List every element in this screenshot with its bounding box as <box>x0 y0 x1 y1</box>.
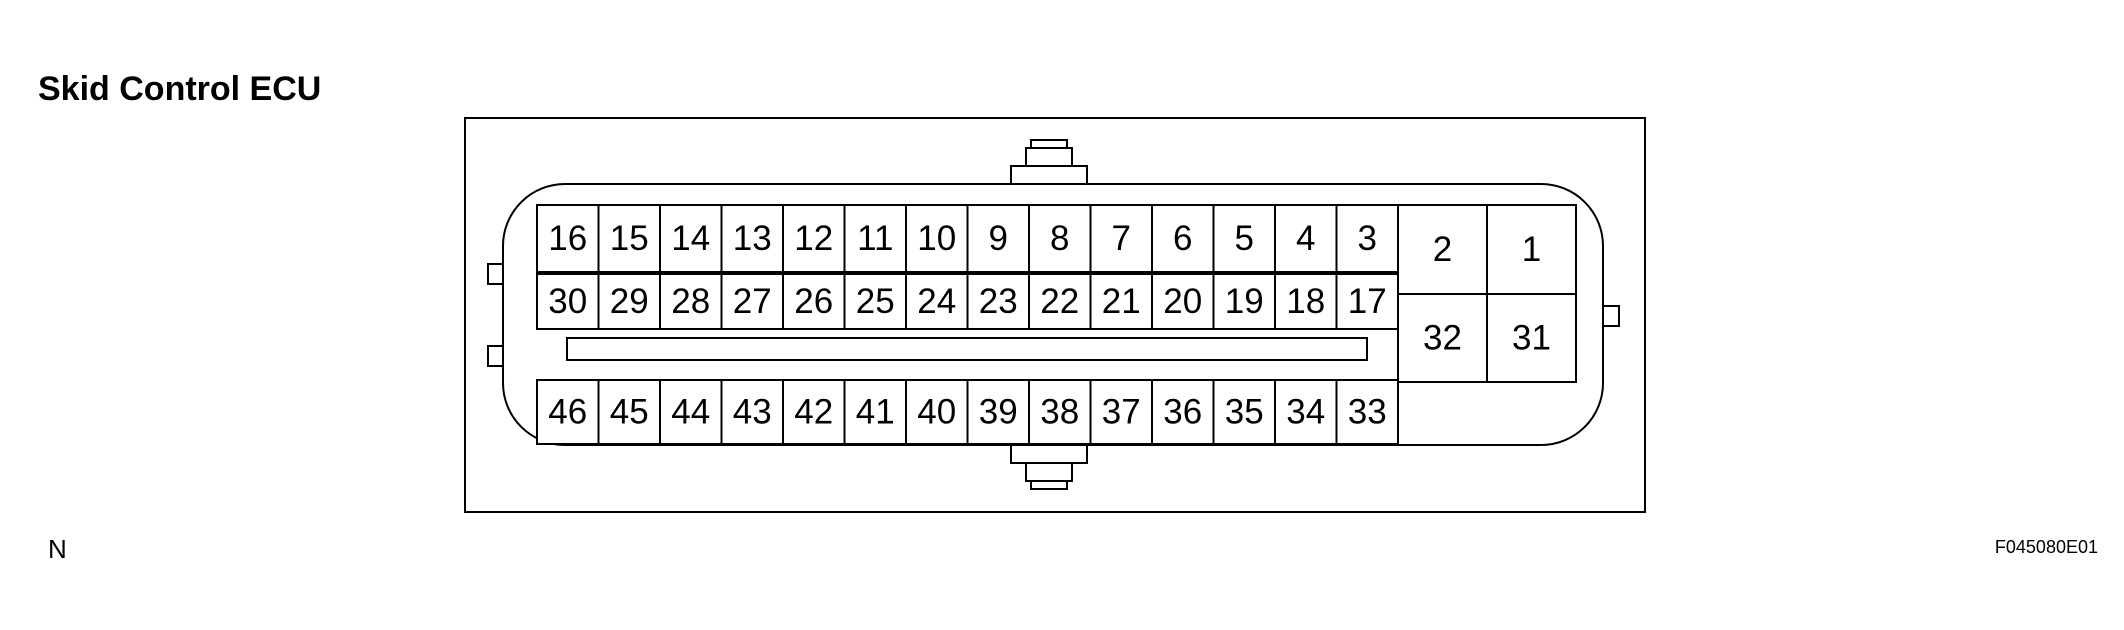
terminal-label-1: 1 <box>1522 230 1541 269</box>
terminal-label-38: 38 <box>1040 393 1079 432</box>
terminal-label-15: 15 <box>610 219 649 258</box>
terminal-cell-24 <box>905 273 969 330</box>
terminal-label-27: 27 <box>733 282 772 321</box>
terminal-label-41: 41 <box>856 393 895 432</box>
terminal-label-21: 21 <box>1102 282 1141 321</box>
terminal-cell-45 <box>597 379 661 445</box>
terminal-label-2: 2 <box>1433 230 1452 269</box>
terminal-cell-38 <box>1028 379 1092 445</box>
terminal-label-29: 29 <box>610 282 649 321</box>
left-key-lower <box>487 345 504 367</box>
terminal-cell-20 <box>1151 273 1215 330</box>
right-key <box>1602 305 1620 327</box>
terminal-label-14: 14 <box>671 219 710 258</box>
terminal-label-9: 9 <box>989 219 1008 258</box>
terminal-cell-16 <box>536 204 600 273</box>
terminal-cell-17 <box>1335 273 1399 330</box>
terminal-cell-33 <box>1335 379 1399 445</box>
terminal-label-5: 5 <box>1235 219 1254 258</box>
terminal-label-4: 4 <box>1296 219 1315 258</box>
terminal-label-18: 18 <box>1286 282 1325 321</box>
terminal-label-3: 3 <box>1358 219 1377 258</box>
terminal-label-7: 7 <box>1112 219 1131 258</box>
terminal-cell-4 <box>1274 204 1338 273</box>
terminal-cell-5 <box>1212 204 1276 273</box>
terminal-label-11: 11 <box>857 219 893 258</box>
terminal-cell-3 <box>1335 204 1399 273</box>
terminal-label-19: 19 <box>1225 282 1264 321</box>
terminal-cell-26 <box>782 273 846 330</box>
left-key-upper <box>487 263 504 285</box>
terminal-cell-42 <box>782 379 846 445</box>
terminal-label-36: 36 <box>1163 393 1202 432</box>
terminal-cell-21 <box>1089 273 1153 330</box>
bottom-lock-tab <box>1010 444 1088 490</box>
terminal-label-40: 40 <box>917 393 956 432</box>
terminal-cell-30 <box>536 273 600 330</box>
terminal-label-34: 34 <box>1286 393 1325 432</box>
terminal-grid <box>536 204 1577 445</box>
terminal-label-17: 17 <box>1348 282 1387 321</box>
terminal-label-25: 25 <box>856 282 895 321</box>
terminal-label-42: 42 <box>794 393 833 432</box>
terminal-label-10: 10 <box>917 219 956 258</box>
terminal-cell-44 <box>659 379 723 445</box>
terminal-label-32: 32 <box>1423 319 1462 358</box>
terminal-cell-25 <box>843 273 907 330</box>
diagram-title: Skid Control ECU <box>38 70 322 108</box>
terminal-label-20: 20 <box>1163 282 1202 321</box>
terminal-label-12: 12 <box>794 219 833 258</box>
terminal-cell-7 <box>1089 204 1153 273</box>
terminal-cell-31 <box>1486 293 1577 383</box>
terminal-cell-36 <box>1151 379 1215 445</box>
terminal-cell-12 <box>782 204 846 273</box>
terminal-label-23: 23 <box>979 282 1018 321</box>
center-slot <box>566 337 1368 361</box>
terminal-label-30: 30 <box>548 282 587 321</box>
figure-code: F045080E01 <box>1994 537 2098 557</box>
terminal-cell-46 <box>536 379 600 445</box>
corner-label: N <box>48 534 67 564</box>
terminal-cell-13 <box>720 204 784 273</box>
terminal-label-26: 26 <box>794 282 833 321</box>
terminal-label-13: 13 <box>733 219 772 258</box>
terminal-cell-41 <box>843 379 907 445</box>
terminal-label-44: 44 <box>671 393 710 432</box>
diagram-frame <box>464 117 1646 513</box>
terminal-label-33: 33 <box>1348 393 1387 432</box>
terminal-cell-10 <box>905 204 969 273</box>
terminal-label-45: 45 <box>610 393 649 432</box>
terminal-cell-15 <box>597 204 661 273</box>
terminal-label-37: 37 <box>1102 393 1141 432</box>
terminal-label-43: 43 <box>733 393 772 432</box>
terminal-cell-8 <box>1028 204 1092 273</box>
terminal-label-31: 31 <box>1512 319 1551 358</box>
terminal-label-39: 39 <box>979 393 1018 432</box>
terminal-label-8: 8 <box>1050 219 1069 258</box>
terminal-label-28: 28 <box>671 282 710 321</box>
terminal-cell-23 <box>966 273 1030 330</box>
terminal-cell-9 <box>966 204 1030 273</box>
terminal-cell-27 <box>720 273 784 330</box>
terminal-label-35: 35 <box>1225 393 1264 432</box>
terminal-label-6: 6 <box>1173 219 1192 258</box>
terminal-cell-39 <box>966 379 1030 445</box>
terminal-label-46: 46 <box>548 393 587 432</box>
terminal-cell-11 <box>843 204 907 273</box>
terminal-label-16: 16 <box>548 219 587 258</box>
terminal-cell-1 <box>1486 204 1577 295</box>
terminal-label-22: 22 <box>1040 282 1079 321</box>
terminal-label-24: 24 <box>917 282 956 321</box>
terminal-cell-37 <box>1089 379 1153 445</box>
top-lock-tab <box>1010 139 1088 185</box>
